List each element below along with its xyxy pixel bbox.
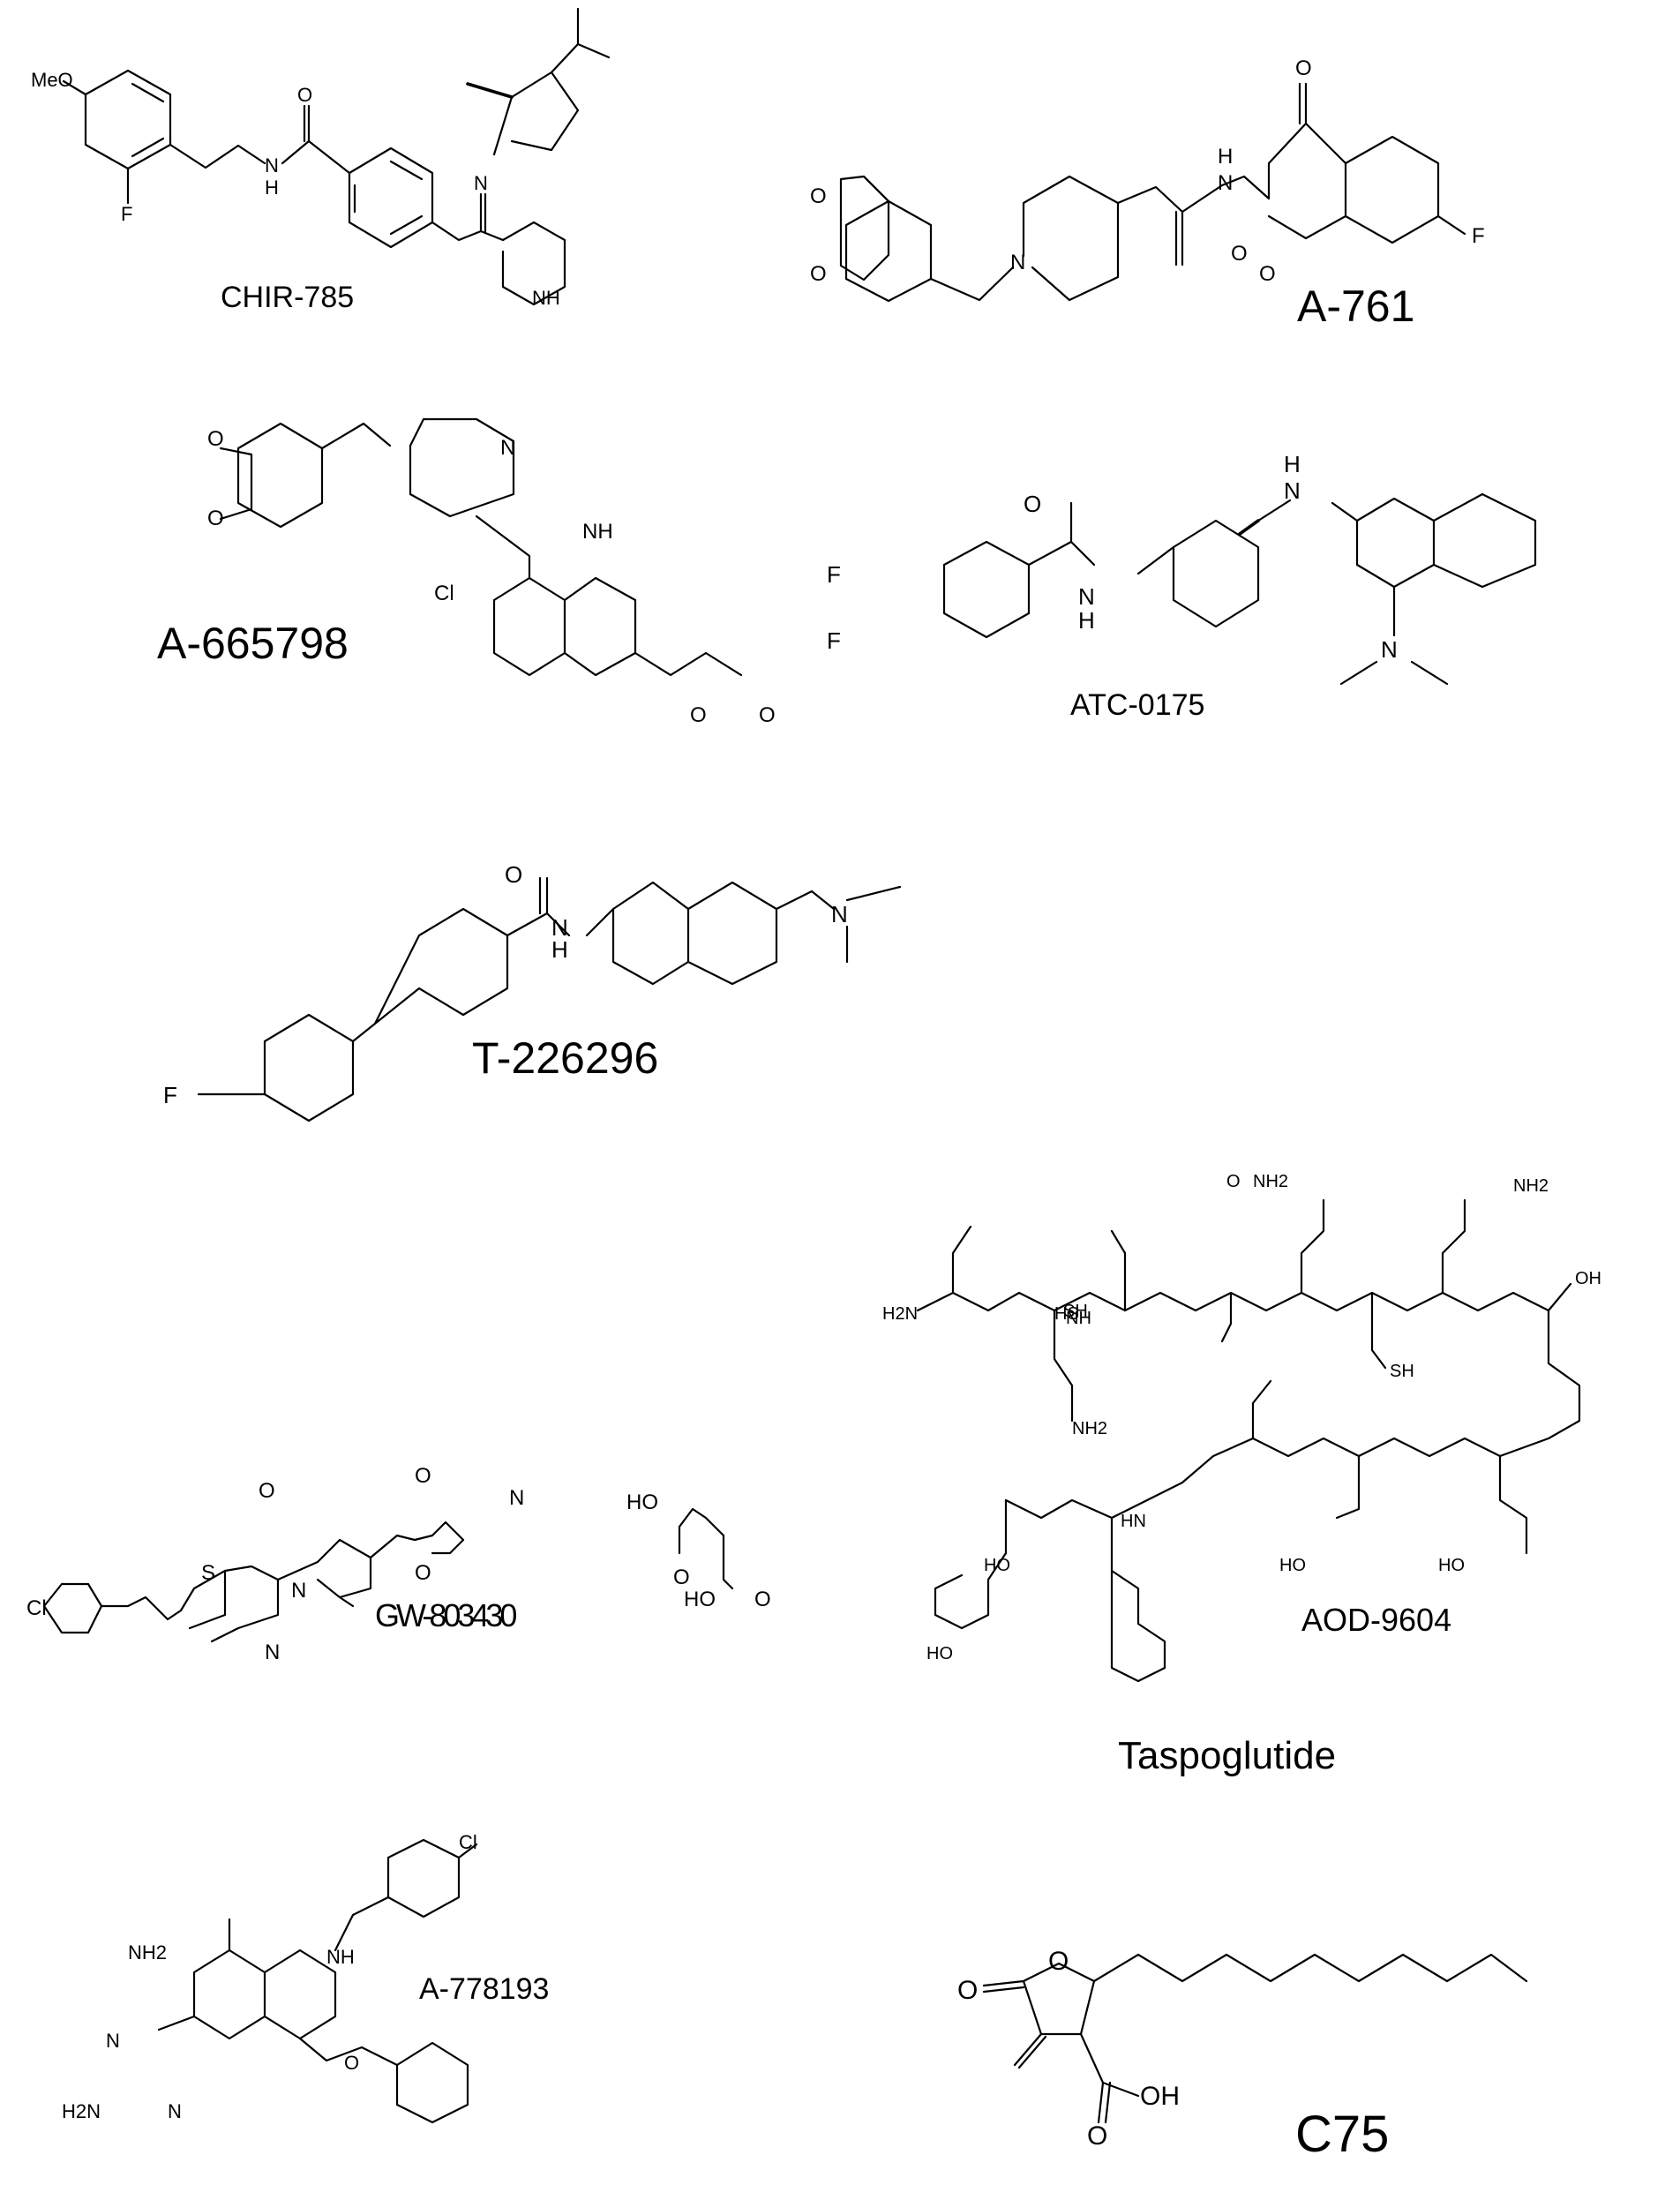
atom-label: O [415,1561,431,1585]
atom-label: H [1218,145,1233,169]
atom-label: O [673,1566,690,1589]
structure-chir-785: MeO F O N H N NH [31,9,609,309]
atom-label: N [1381,636,1398,663]
atom-label: H [1284,451,1301,477]
atom-label: HO [984,1556,1010,1575]
atom-label: N [291,1579,306,1603]
atom-label: F [1472,224,1485,248]
compound-label-a-665798: A-665798 [157,618,349,669]
structure-a-665798: O O N NH Cl O O [207,419,776,727]
compound-label-a-778193: A-778193 [419,1972,549,2007]
structure-c75: O O OH O [957,1947,1526,2151]
atom-label: OH [1575,1269,1601,1288]
atom-label: H [1078,607,1095,634]
atom-label: HO [1279,1556,1306,1575]
atom-label: NH [532,287,560,309]
compound-label-chir-785: CHIR-785 [221,281,354,315]
atom-label: N [474,172,488,194]
structure-aod-9604: H2N O NH2 NH2 OH SH NH2 NH SH HS HO HO H… [882,1172,1601,1681]
atom-label: F [827,627,841,654]
atom-label: H [265,176,279,199]
atom-label: HO [926,1644,953,1663]
atom-label: N [831,901,848,927]
atom-label: O [1295,56,1312,80]
atom-label: O [1226,1172,1241,1191]
atom-label: N [500,436,515,460]
atom-label: HO [1438,1556,1465,1575]
atom-label: F [121,203,132,225]
atom-label: Cl [434,582,454,605]
atom-label: N [1078,583,1095,610]
atom-label: NH2 [1253,1172,1288,1191]
atom-label: N [265,1641,280,1664]
atom-label: F [827,561,841,588]
atom-label: H2N [62,2100,101,2122]
atom-label: O [754,1588,771,1611]
atom-label: O [1024,491,1041,517]
atom-label: O [1231,242,1248,266]
atom-label: H2N [882,1304,918,1324]
atom-label: NH2 [1513,1176,1549,1196]
atom-label: N [1284,477,1301,504]
atom-label: O [207,427,224,451]
atom-label: Cl [26,1596,47,1620]
compound-label-a-761: A-761 [1297,281,1414,332]
structure-a-778193: Cl NH NH2 N H2N N O [62,1831,477,2122]
atom-label: OH [1140,2082,1180,2111]
atom-label: N [1218,171,1233,195]
atom-label: O [415,1464,431,1488]
atom-label: O [957,1976,978,2005]
structure-a-761: O O N N H O O O F [810,56,1485,301]
atom-label: NH [326,1946,355,1968]
atom-label: O [1048,1947,1069,1976]
compound-label-gw-803430: GW-803430 [375,1597,514,1634]
atom-label: S [201,1561,215,1585]
atom-label: NH [582,520,613,544]
atom-label: O [810,262,827,286]
atom-label: HO [626,1490,658,1514]
atom-label: HN [1121,1512,1146,1531]
atom-label: O [759,703,776,727]
compound-label-c75: C75 [1295,2105,1389,2164]
atom-label: O [344,2052,359,2074]
atom-label: MeO [31,69,73,91]
atom-label: HO [684,1588,716,1611]
compound-label-aod-9604: AOD-9604 [1301,1602,1451,1639]
atom-label: O [1087,2121,1107,2151]
atom-label: O [810,184,827,208]
atom-label: N [265,154,279,176]
atom-label: N [168,2100,182,2122]
atom-label: O [1259,262,1276,286]
atom-label: H [551,936,568,963]
atom-label: N [106,2030,120,2052]
atom-label: O [207,507,224,530]
compound-label-t-226296: T-226296 [472,1032,658,1084]
atom-label: N [1010,251,1025,274]
atom-label: O [690,703,707,727]
atom-label: NH2 [128,1941,167,1963]
structure-atc-0175: F F O N H N H N [827,451,1535,684]
atom-label: N [509,1486,524,1510]
compound-label-atc-0175: ATC-0175 [1070,688,1204,723]
compound-label-taspoglutide: Taspoglutide [1118,1734,1336,1778]
atom-label: O [297,84,312,106]
atom-label: HS [1054,1304,1079,1324]
atom-label: NH2 [1072,1419,1107,1438]
atom-label: Cl [459,1831,477,1853]
atom-label: O [259,1479,275,1503]
atom-label: F [163,1082,177,1108]
atom-label: SH [1390,1362,1414,1381]
atom-label: O [505,861,522,888]
